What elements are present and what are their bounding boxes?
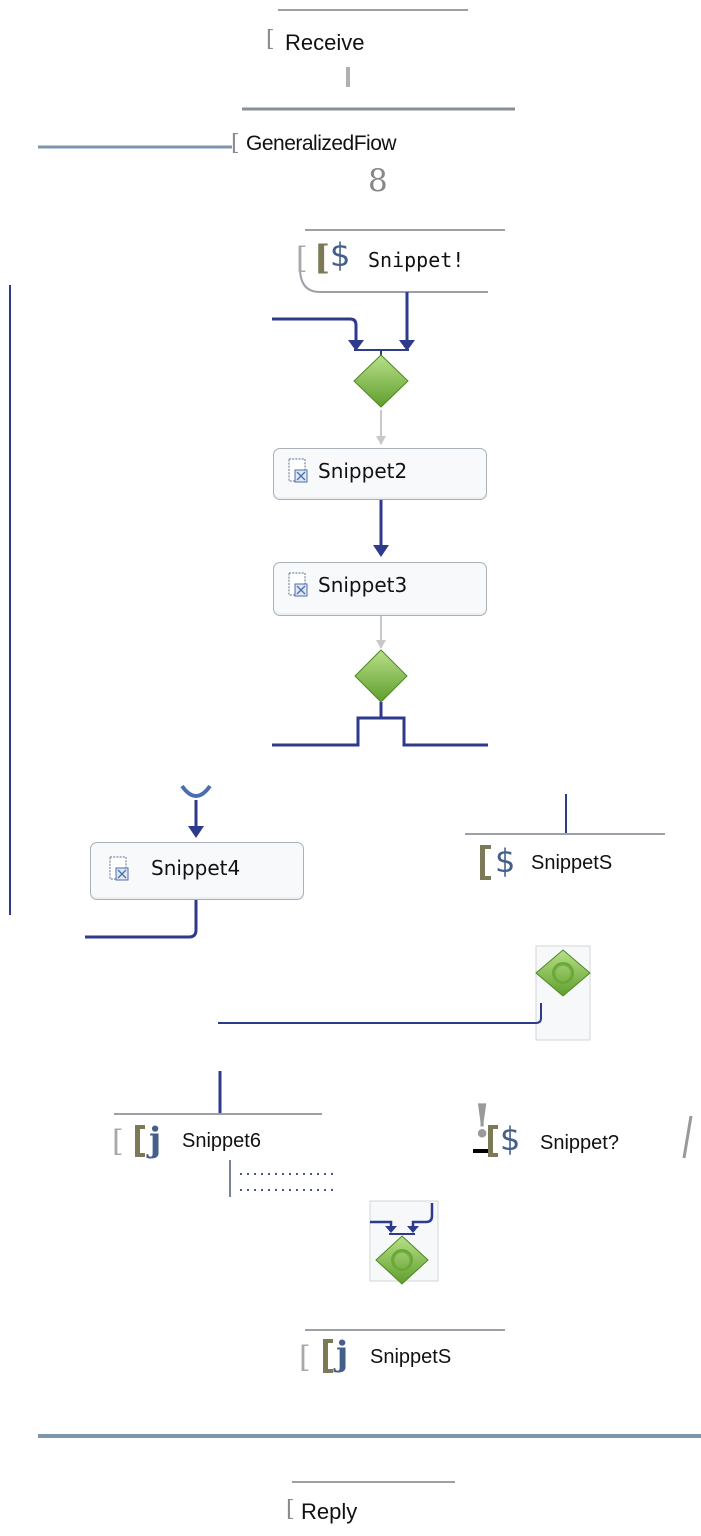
snippet6-bracket-olive [135, 1125, 140, 1157]
snippet7-dollar-icon: $ [500, 1120, 521, 1158]
snippet1-label[interactable]: Snippet! [368, 248, 465, 272]
final-merge-diamond [375, 1235, 429, 1285]
snippet7-bracket-cap-top [488, 1125, 498, 1129]
snippet5-bracket-cap-bottom [480, 876, 491, 880]
snippet1-frame [299, 267, 488, 293]
snippet5-bracket [480, 845, 485, 880]
join-incoming-line [218, 1003, 542, 1024]
snippet3-node[interactable]: Snippet3 [273, 562, 487, 616]
merge-arrowhead-left [348, 340, 364, 351]
snippet4-incoming-arrowhead [188, 826, 204, 838]
snippet8-icon: j [336, 1334, 349, 1374]
snippet7-bracket-olive [488, 1125, 493, 1157]
reply-bracket-icon: [ [286, 1497, 295, 1522]
final-merge-left-arrowhead [385, 1226, 397, 1233]
snippet6-icon: j [149, 1120, 162, 1160]
final-merge-ring [391, 1249, 413, 1271]
connector-arrowhead-snippet2 [376, 436, 386, 445]
snippet3-label: Snippet3 [318, 573, 408, 597]
snippet-activity-icon [288, 572, 308, 597]
snippet6-bracket-cap-top [135, 1125, 145, 1129]
final-merge-right-arrowhead [407, 1226, 419, 1233]
snippet7-bracket-cap-bottom [488, 1153, 498, 1157]
right-edge-slash [682, 1115, 693, 1159]
snippet4-incoming-marker [180, 784, 212, 798]
snippet2-node[interactable]: Snippet2 [273, 448, 487, 500]
generalized-flow-bracket-icon: [ [231, 131, 240, 156]
snippet1-dollar-icon: $ [330, 236, 351, 274]
snippet8-bracket-olive [323, 1339, 328, 1373]
snippet7-warning-icon: ! [472, 1094, 493, 1148]
receive-connector-tick [346, 67, 350, 87]
snippet5-bracket-cap-top [480, 845, 491, 849]
split-gateway-diamond [354, 649, 408, 703]
snippet2-label: Snippet2 [318, 459, 408, 483]
join-gateway-ring [552, 962, 574, 984]
snippet8-outer-bracket: [ [299, 1340, 311, 1375]
connector-arrowhead-snippet3 [373, 545, 389, 557]
reply-label[interactable]: Reply [301, 1499, 358, 1524]
snippet5-dollar-icon: $ [495, 842, 516, 880]
merge-line-left [272, 317, 358, 344]
snippet4-outgoing-line [85, 900, 198, 939]
snippet1-outer-bracket: [ [296, 241, 308, 276]
snippet-activity-icon [288, 458, 308, 483]
snippet6-bracket-cap-bottom [135, 1153, 145, 1157]
split-branch-lines [272, 702, 488, 747]
snippet7-warning-underline [473, 1149, 489, 1153]
snippet4-node[interactable]: Snippet4 [90, 842, 304, 900]
snippet8-bracket-cap-top [323, 1339, 333, 1343]
snippet6-label[interactable]: Snippet6 [182, 1130, 261, 1152]
snippet5-label[interactable]: SnippetS [531, 852, 613, 874]
merge-arrowhead-right [399, 340, 415, 351]
final-merge-right-arrow [411, 1203, 434, 1228]
join-gateway-diamond [535, 949, 591, 997]
snippet1-olive-bracket: [ [314, 238, 331, 278]
connector-arrowhead-gateway2 [376, 640, 386, 649]
snippet8-label[interactable]: SnippetS [370, 1346, 452, 1368]
generalized-flow-label[interactable]: GeneralizedFiow [246, 132, 397, 155]
snippet6-outer-bracket: [ [112, 1124, 124, 1159]
snippet4-label: Snippet4 [151, 856, 241, 880]
snippet8-bracket-cap-bottom [323, 1369, 333, 1373]
receive-label[interactable]: Receive [285, 30, 365, 55]
generalized-flow-glyph: 8 [368, 163, 388, 199]
snippet7-label[interactable]: Snippet? [540, 1132, 619, 1154]
merge-gateway-diamond [353, 354, 409, 408]
snippet-activity-icon [109, 856, 129, 881]
receive-bracket-icon: [ [266, 27, 275, 52]
